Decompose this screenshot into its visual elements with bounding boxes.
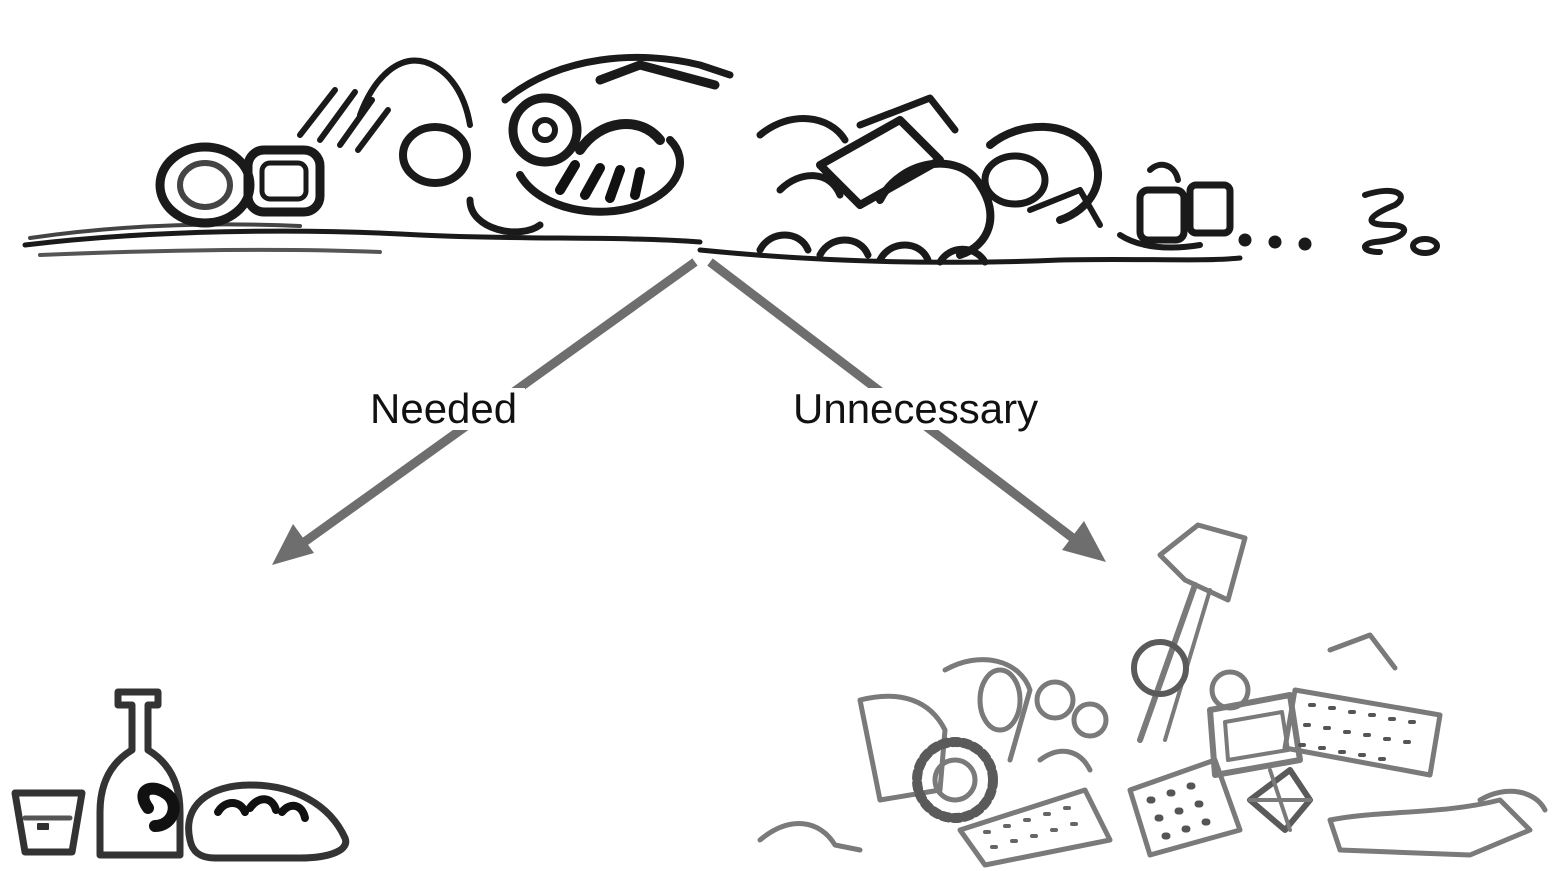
- bottle-icon: [100, 692, 180, 855]
- glass-icon: [15, 793, 82, 852]
- needed-label: Needed: [362, 388, 525, 430]
- pile-of-stuff-icon: [25, 57, 1437, 262]
- needed-arrow-head: [272, 524, 314, 565]
- food-and-drink-icon: [15, 692, 346, 858]
- junk-pile-icon: [760, 525, 1545, 865]
- unnecessary-label: Unnecessary: [785, 388, 1046, 430]
- bread-icon: [189, 785, 346, 858]
- unnecessary-arrow-head: [1062, 521, 1106, 562]
